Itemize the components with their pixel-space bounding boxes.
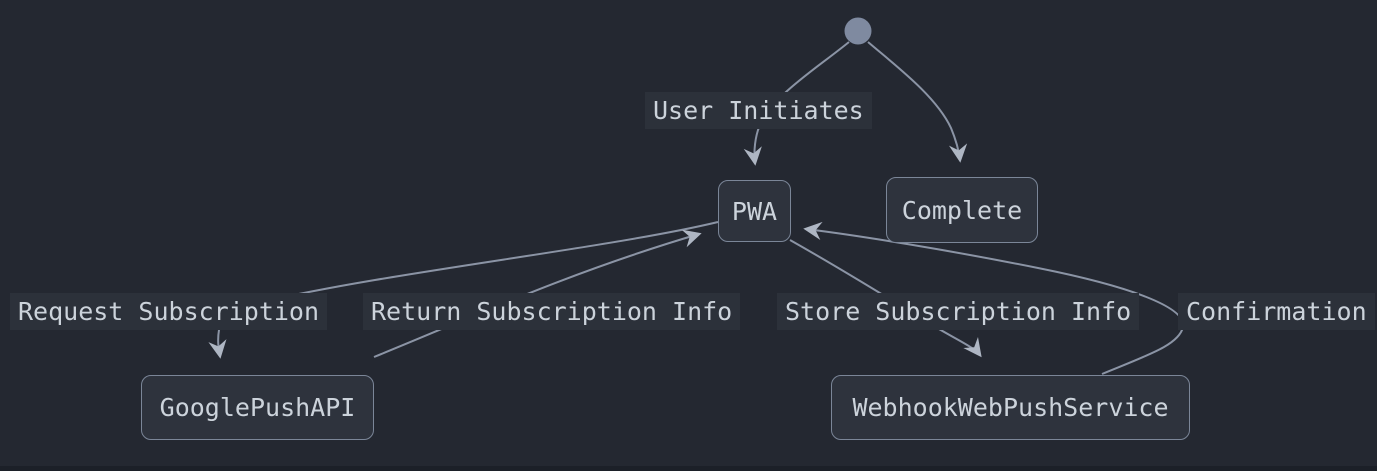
edge-start-to-complete <box>867 41 968 163</box>
edge-label-user-initiates: User Initiates <box>645 92 872 129</box>
edge-pwa-to-googlepushapi <box>208 221 719 359</box>
edge-label-confirmation: Confirmation <box>1178 293 1375 330</box>
diagram-bottom-edge <box>0 466 1377 471</box>
edge-label-return-subscription-info: Return Subscription Info <box>363 293 741 330</box>
state-node-googlepushapi: GooglePushAPI <box>141 375 374 440</box>
edge-label-request-subscription: Request Subscription <box>10 293 328 330</box>
state-node-complete: Complete <box>886 177 1038 243</box>
state-node-webhookwebpushservice: WebhookWebPushService <box>831 375 1190 440</box>
edge-label-store-subscription-info: Store Subscription Info <box>777 293 1140 330</box>
state-node-pwa: PWA <box>718 180 791 242</box>
start-state-icon <box>844 17 872 45</box>
